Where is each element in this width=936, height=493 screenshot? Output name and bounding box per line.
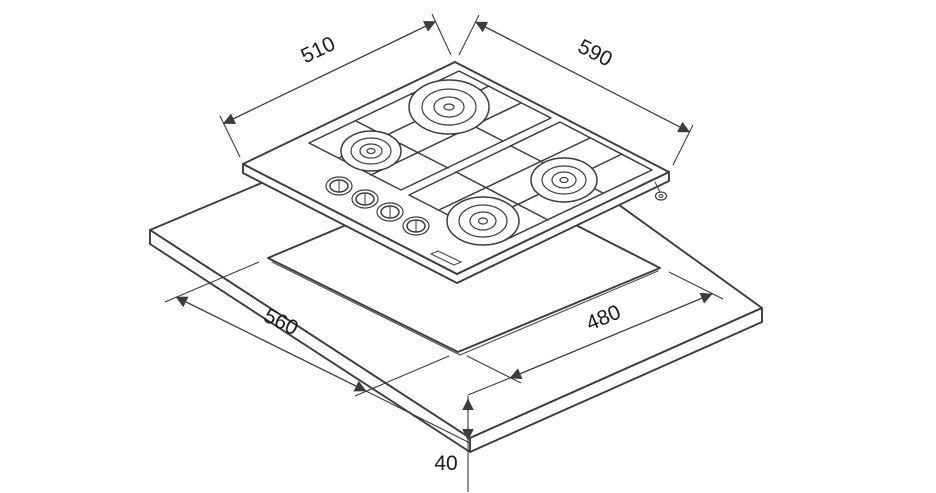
cutout-width-extension-lines — [164, 261, 450, 397]
gas-inlet — [654, 181, 668, 201]
burner-right — [530, 157, 598, 203]
front-clearance-dimension-label: 40 — [434, 452, 457, 475]
cutout-depth-reference-extension — [467, 377, 511, 396]
burner-left-center — [366, 147, 376, 155]
control-knob-4 — [402, 216, 430, 236]
hob-depth-dimension-line — [475, 21, 691, 133]
cutout-depth-dimension-line — [509, 292, 713, 380]
burner-left — [340, 130, 402, 172]
burner-right-center — [559, 176, 569, 184]
hob-depth-dimension-label: 590 — [574, 35, 616, 71]
control-knobs — [325, 176, 430, 236]
burner-back — [408, 79, 490, 135]
cutout-width-reference-extension — [365, 390, 471, 444]
hob-width-dimension-label: 510 — [297, 32, 339, 68]
control-knob-1 — [325, 176, 353, 196]
gas-inlet-pipe — [654, 181, 661, 193]
hob-width-dimension-line — [222, 20, 437, 125]
control-knob-3 — [376, 202, 404, 222]
gas-inlet-fitting — [654, 191, 668, 201]
cutout-width-dimension-line — [175, 296, 367, 392]
burner-back-center — [443, 103, 455, 111]
gas-inlet-port — [658, 194, 664, 198]
brand-badge — [429, 250, 463, 266]
burner-front — [446, 196, 520, 246]
dimension-front-clearance: 40 — [434, 396, 474, 492]
control-knob-2 — [351, 189, 379, 209]
burner-front-center — [477, 217, 489, 225]
